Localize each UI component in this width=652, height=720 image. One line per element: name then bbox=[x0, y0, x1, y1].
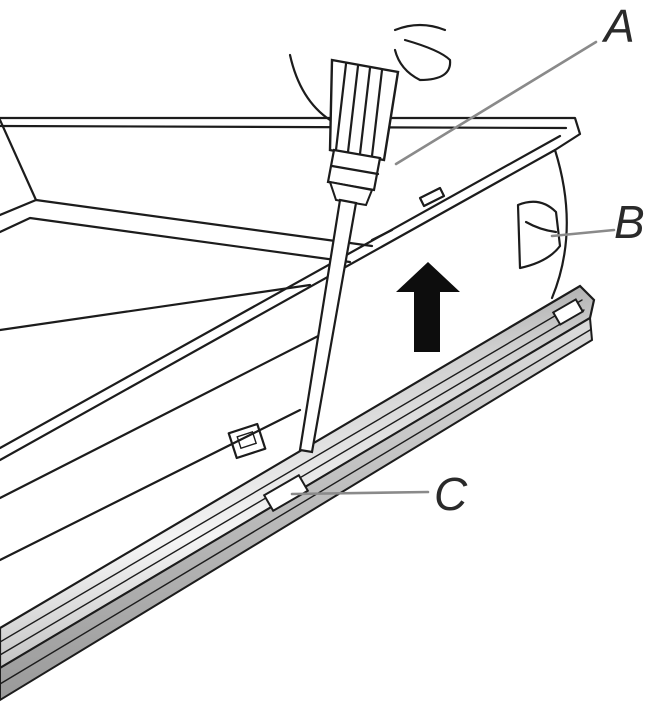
latch-tab bbox=[516, 200, 562, 270]
screwdriver-icon bbox=[298, 58, 400, 454]
up-arrow-icon bbox=[396, 262, 460, 352]
slide-rail bbox=[0, 284, 596, 702]
callout-c-label: C bbox=[434, 468, 468, 520]
leader-b bbox=[550, 228, 616, 238]
callout-a-label: A bbox=[601, 0, 635, 52]
callout-b-label: B bbox=[614, 196, 645, 248]
hand-icon bbox=[288, 23, 452, 122]
leader-c bbox=[290, 490, 430, 496]
drawer-tray bbox=[0, 116, 582, 562]
leader-a bbox=[394, 40, 598, 166]
leader-lines bbox=[290, 40, 616, 496]
